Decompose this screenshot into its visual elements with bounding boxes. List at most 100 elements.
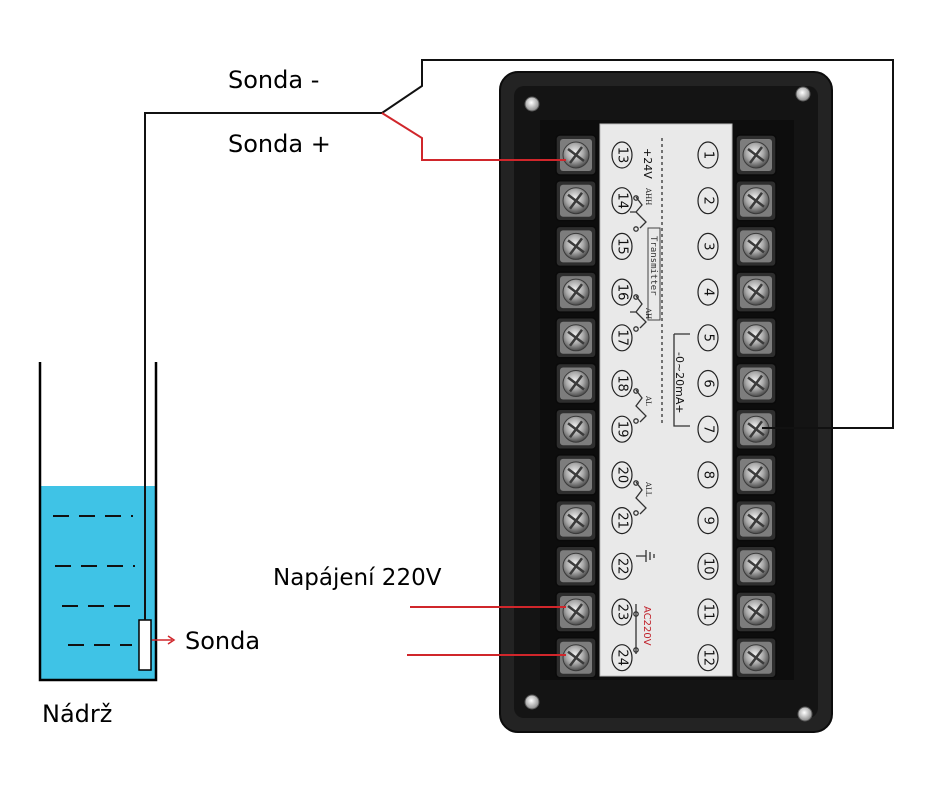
terminal-screw-icon xyxy=(555,179,597,222)
left-terminal-numbers: 13 14 15 16 17 18 19 20 21 22 23 24 xyxy=(611,141,633,672)
tank-label: Nádrž xyxy=(42,700,113,728)
tank xyxy=(38,362,158,682)
terminal-number: 16 xyxy=(611,278,633,306)
terminal-number: 12 xyxy=(697,644,719,672)
sonda-plus-wire xyxy=(381,112,566,161)
water-level-marks xyxy=(53,515,135,646)
svg-text:13: 13 xyxy=(615,147,630,164)
terminal-screw-icon xyxy=(735,271,777,313)
terminal-number: 19 xyxy=(611,415,633,443)
svg-text:16: 16 xyxy=(615,284,630,301)
terminal-number: 23 xyxy=(611,598,633,626)
terminal-number: 6 xyxy=(697,369,719,398)
terminal-number: 20 xyxy=(611,461,633,489)
al-label: AL xyxy=(644,395,652,406)
ahh-label: AHH xyxy=(644,187,652,205)
svg-text:4: 4 xyxy=(701,288,716,296)
terminal-number: 15 xyxy=(611,232,633,260)
svg-text:23: 23 xyxy=(615,604,630,621)
svg-text:2: 2 xyxy=(701,197,716,205)
power-label: Napájení 220V xyxy=(273,565,442,591)
mount-bolt-icon xyxy=(524,694,540,710)
all-label: ALL xyxy=(644,481,652,497)
probe-cable xyxy=(144,59,894,620)
terminal-screw-icon xyxy=(735,591,777,633)
terminal-number: 21 xyxy=(611,506,633,535)
terminal-screw-icon xyxy=(735,317,777,359)
probe-label: Sonda xyxy=(185,627,261,655)
terminal-screw-icon xyxy=(735,134,777,176)
terminal-screw-icon xyxy=(555,636,597,679)
transmitter-label: Transmitter xyxy=(648,236,658,296)
svg-text:22: 22 xyxy=(615,558,630,575)
svg-text:18: 18 xyxy=(615,375,630,392)
terminal-screw-icon xyxy=(555,591,597,633)
terminal-screw-icon xyxy=(555,271,597,313)
svg-text:11: 11 xyxy=(701,604,716,621)
svg-text:5: 5 xyxy=(701,334,716,342)
svg-text:3: 3 xyxy=(701,242,716,250)
terminal-screw-icon xyxy=(735,499,777,542)
svg-text:12: 12 xyxy=(701,649,716,666)
terminal-number: 2 xyxy=(697,187,719,215)
svg-text:20: 20 xyxy=(615,467,630,484)
terminal-screw-icon xyxy=(735,454,777,496)
terminal-screw-icon xyxy=(735,408,777,450)
terminal-number: 8 xyxy=(697,461,719,489)
svg-text:21: 21 xyxy=(615,512,630,529)
plus24v-label: +24V xyxy=(641,148,654,179)
mount-bolt-icon xyxy=(797,706,813,722)
terminal-screw-icon xyxy=(555,362,597,405)
svg-text:14: 14 xyxy=(615,192,630,209)
terminal-number: 14 xyxy=(611,187,633,215)
terminal-screw-icon xyxy=(555,225,597,268)
terminal-number: 7 xyxy=(697,415,719,443)
svg-text:7: 7 xyxy=(701,425,716,433)
terminal-number: 9 xyxy=(697,506,719,535)
terminal-number: 24 xyxy=(611,644,633,672)
terminal-screw-icon xyxy=(735,636,777,679)
svg-text:17: 17 xyxy=(615,330,630,347)
probe-sensor xyxy=(138,619,152,671)
sonda-plus-label: Sonda + xyxy=(228,130,331,158)
terminal-number: 5 xyxy=(697,324,719,352)
svg-text:9: 9 xyxy=(701,516,716,524)
svg-text:19: 19 xyxy=(615,421,630,438)
terminal-face-plate xyxy=(599,123,733,677)
left-terminal-strip xyxy=(555,134,597,679)
terminal-number: 22 xyxy=(611,552,633,580)
terminal-screw-icon xyxy=(735,545,777,588)
terminal-number: 10 xyxy=(697,552,719,580)
plate-symbols xyxy=(630,138,690,654)
terminal-screw-icon xyxy=(555,545,597,588)
current-range-label: -0~20mA+ xyxy=(673,352,686,414)
terminal-number: 17 xyxy=(611,324,633,352)
terminal-number: 18 xyxy=(611,369,633,398)
svg-text:8: 8 xyxy=(701,471,716,479)
terminal-screw-icon xyxy=(555,317,597,359)
mount-bolt-icon xyxy=(524,96,540,112)
terminal-screw-icon xyxy=(555,499,597,542)
svg-text:24: 24 xyxy=(615,649,630,666)
terminal-screw-icon xyxy=(555,134,597,176)
terminal-number: 3 xyxy=(697,232,719,260)
svg-text:6: 6 xyxy=(701,379,716,387)
ah-label: AH xyxy=(644,307,652,319)
wires xyxy=(144,59,894,656)
terminal-screw-icon xyxy=(735,179,777,222)
sonda-minus-label: Sonda - xyxy=(228,66,320,94)
terminal-screw-icon xyxy=(735,362,777,405)
ac220v-label: AC220V xyxy=(641,606,652,646)
terminal-number: 1 xyxy=(697,141,719,169)
terminal-screw-icon xyxy=(735,225,777,268)
svg-text:1: 1 xyxy=(701,151,716,159)
terminal-number: 11 xyxy=(697,598,719,626)
terminal-number: 4 xyxy=(697,278,719,306)
right-terminal-strip xyxy=(735,134,777,679)
mount-bolt-icon xyxy=(795,86,811,102)
terminal-screw-icon xyxy=(555,408,597,450)
terminal-number: 13 xyxy=(611,141,633,169)
svg-text:15: 15 xyxy=(615,238,630,255)
